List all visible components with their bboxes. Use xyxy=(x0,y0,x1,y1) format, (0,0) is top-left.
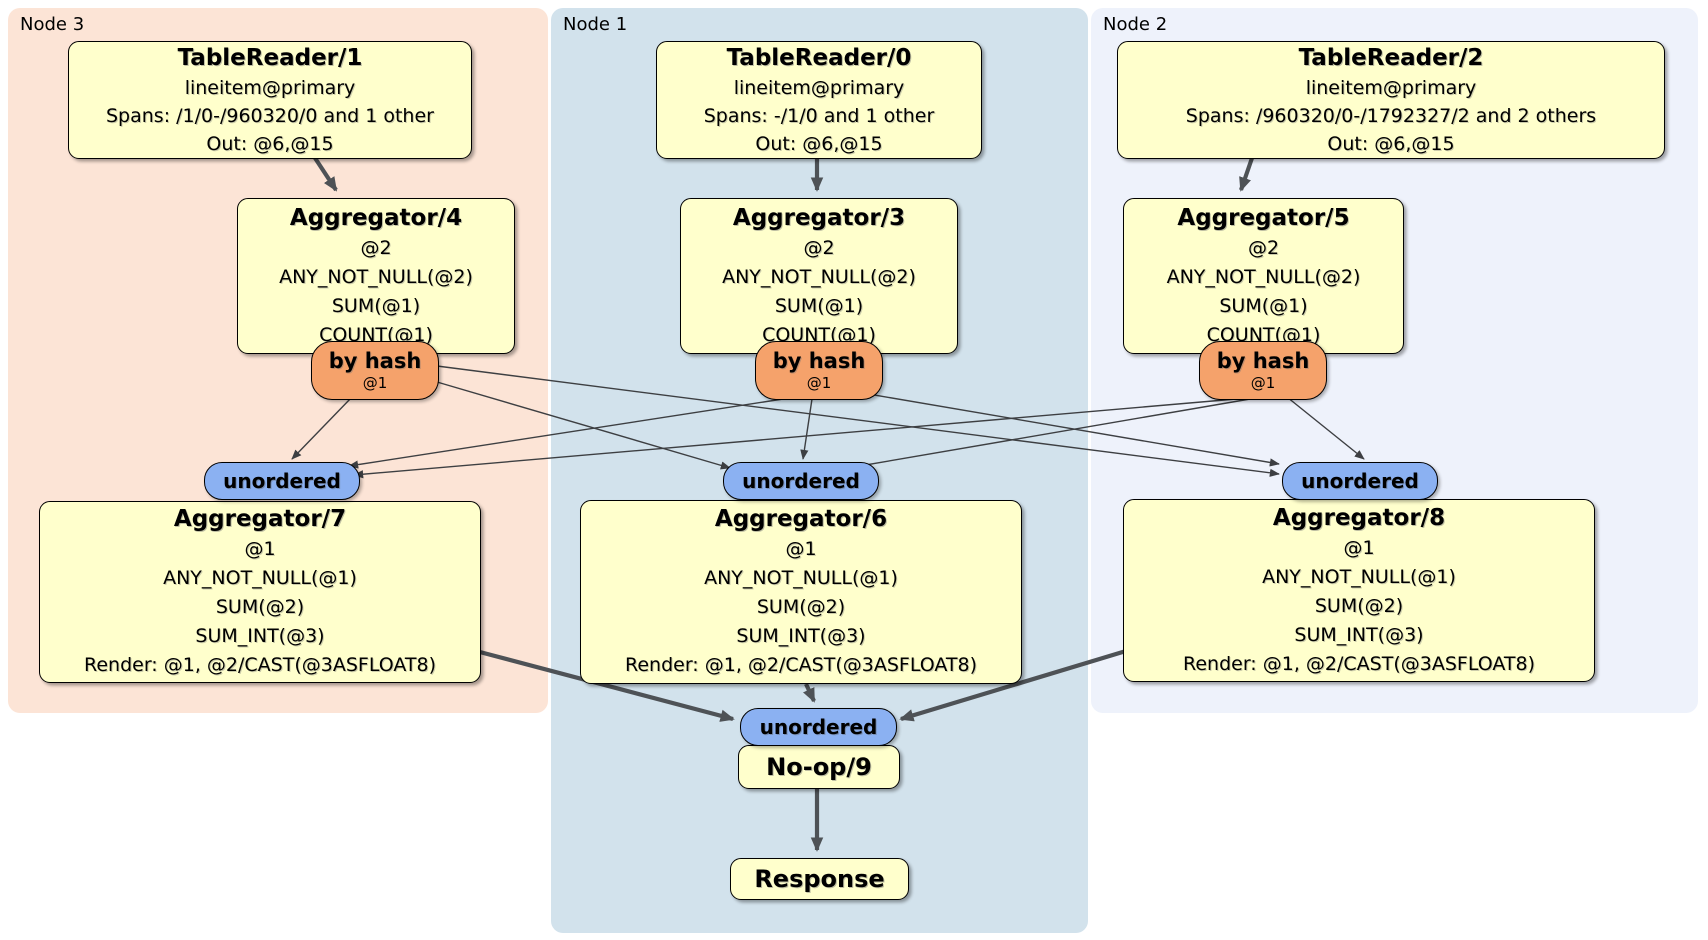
box-line: COUNT(@1) xyxy=(1206,323,1321,346)
router-key: @1 xyxy=(1250,373,1276,392)
sync-unordered-node2: unordered xyxy=(1282,462,1438,500)
box-line: @2 xyxy=(803,236,835,259)
box-line: lineitem@primary xyxy=(184,76,356,99)
tablereader-0-box: TableReader/0 lineitem@primary Spans: -/… xyxy=(656,41,982,159)
edge-router2-sync1 xyxy=(847,398,1251,471)
sync-label: unordered xyxy=(759,715,878,739)
box-line: ANY_NOT_NULL(@2) xyxy=(1166,265,1361,288)
box-line: Render: @1, @2/CAST(@3ASFLOAT8) xyxy=(625,654,977,676)
box-line: Spans: /1/0-/960320/0 and 1 other xyxy=(106,104,434,127)
edge-aggregator8-finalsync xyxy=(899,648,1127,722)
box-line: @1 xyxy=(1343,536,1375,559)
aggregator-7-box: Aggregator/7 @1 ANY_NOT_NULL(@1) SUM(@2)… xyxy=(39,501,481,683)
box-line: SUM(@1) xyxy=(1219,294,1308,317)
box-line: ANY_NOT_NULL(@1) xyxy=(704,567,898,589)
node-group-3-label: Node 3 xyxy=(20,14,85,35)
sync-unordered-node1: unordered xyxy=(723,462,879,500)
box-line: SUM_INT(@3) xyxy=(736,625,866,647)
router-by-hash-node2: by hash @1 xyxy=(1199,341,1327,400)
box-line: lineitem@primary xyxy=(733,76,905,99)
box-line: lineitem@primary xyxy=(1305,76,1477,99)
box-title: Aggregator/4 xyxy=(289,204,463,231)
edge-router3-sync3 xyxy=(291,396,353,460)
response-box: Response xyxy=(730,858,909,900)
box-line: SUM(@1) xyxy=(331,294,421,317)
box-title: TableReader/2 xyxy=(1298,44,1484,71)
box-title: TableReader/0 xyxy=(726,44,912,71)
box-line: Out: @6,@15 xyxy=(755,132,883,155)
edge-router1-sync2 xyxy=(844,389,1280,467)
box-line: @2 xyxy=(360,236,392,259)
box-title: Response xyxy=(754,864,885,893)
edge-tablereader2-aggregator5 xyxy=(1239,157,1254,192)
edge-router3-sync2 xyxy=(436,365,1280,477)
edge-router1-sync1 xyxy=(800,398,813,460)
box-line: SUM_INT(@3) xyxy=(1294,623,1424,646)
box-line: COUNT(@1) xyxy=(762,323,876,346)
tablereader-1-box: TableReader/1 lineitem@primary Spans: /1… xyxy=(68,41,472,159)
box-title: TableReader/1 xyxy=(177,44,363,71)
box-title: Aggregator/6 xyxy=(714,506,888,532)
box-line: Spans: /960320/0-/1792327/2 and 2 others xyxy=(1185,104,1597,127)
box-line: ANY_NOT_NULL(@2) xyxy=(279,265,473,288)
box-title: No-op/9 xyxy=(766,752,872,781)
router-label: by hash xyxy=(772,348,866,373)
box-line: Render: @1, @2/CAST(@3ASFLOAT8) xyxy=(84,654,436,676)
box-title: Aggregator/7 xyxy=(173,506,347,532)
router-by-hash-node3: by hash @1 xyxy=(311,341,439,400)
edge-router2-sync2 xyxy=(1281,392,1365,460)
box-line: ANY_NOT_NULL(@1) xyxy=(163,567,357,589)
box-title: Aggregator/8 xyxy=(1272,504,1446,531)
box-line: Out: @6,@15 xyxy=(206,132,334,155)
box-line: COUNT(@1) xyxy=(319,323,433,346)
sync-label: unordered xyxy=(223,469,341,493)
sync-unordered-node3: unordered xyxy=(204,462,360,500)
box-line: SUM(@1) xyxy=(774,294,864,317)
box-line: SUM(@2) xyxy=(215,596,305,618)
aggregator-6-box: Aggregator/6 @1 ANY_NOT_NULL(@1) SUM(@2)… xyxy=(580,500,1022,684)
aggregator-8-box: Aggregator/8 @1 ANY_NOT_NULL(@1) SUM(@2)… xyxy=(1123,499,1595,682)
box-line: @1 xyxy=(244,538,276,560)
node-group-1-label: Node 1 xyxy=(563,14,628,35)
sync-label: unordered xyxy=(1301,469,1419,493)
edge-aggregator7-finalsync xyxy=(475,648,735,722)
edge-aggregator6-finalsync xyxy=(803,683,816,703)
node-group-2-label: Node 2 xyxy=(1103,14,1168,35)
box-line: @2 xyxy=(1247,236,1280,259)
box-line: ANY_NOT_NULL(@2) xyxy=(722,265,916,288)
sync-unordered-final: unordered xyxy=(740,708,897,746)
box-title: Aggregator/5 xyxy=(1177,204,1350,231)
edge-router3-sync1 xyxy=(436,381,731,470)
box-title: Aggregator/3 xyxy=(732,204,906,231)
sync-label: unordered xyxy=(742,469,860,493)
router-label: by hash xyxy=(328,348,422,373)
aggregator-4-box: Aggregator/4 @2 ANY_NOT_NULL(@2) SUM(@1)… xyxy=(237,198,515,354)
noop-box: No-op/9 xyxy=(738,745,900,789)
box-line: SUM_INT(@3) xyxy=(195,625,325,647)
box-line: SUM(@2) xyxy=(1314,594,1404,617)
box-line: SUM(@2) xyxy=(756,596,846,618)
edge-router1-sync3 xyxy=(348,396,797,469)
box-line: Out: @6,@15 xyxy=(1327,132,1455,155)
router-label: by hash xyxy=(1216,348,1310,373)
box-line: Render: @1, @2/CAST(@3ASFLOAT8) xyxy=(1183,652,1535,675)
aggregator-3-box: Aggregator/3 @2 ANY_NOT_NULL(@2) SUM(@1)… xyxy=(680,198,958,354)
tablereader-2-box: TableReader/2 lineitem@primary Spans: /9… xyxy=(1117,41,1665,159)
aggregator-5-box: Aggregator/5 @2 ANY_NOT_NULL(@2) SUM(@1)… xyxy=(1123,198,1404,354)
router-by-hash-node1: by hash @1 xyxy=(755,341,883,400)
router-key: @1 xyxy=(806,373,832,392)
edge-tablereader1-aggregator4 xyxy=(313,156,338,192)
box-line: Spans: -/1/0 and 1 other xyxy=(703,104,935,127)
box-line: ANY_NOT_NULL(@1) xyxy=(1262,565,1456,588)
edge-router2-sync3 xyxy=(353,398,1237,479)
box-line: @1 xyxy=(785,538,817,560)
router-key: @1 xyxy=(362,373,388,392)
